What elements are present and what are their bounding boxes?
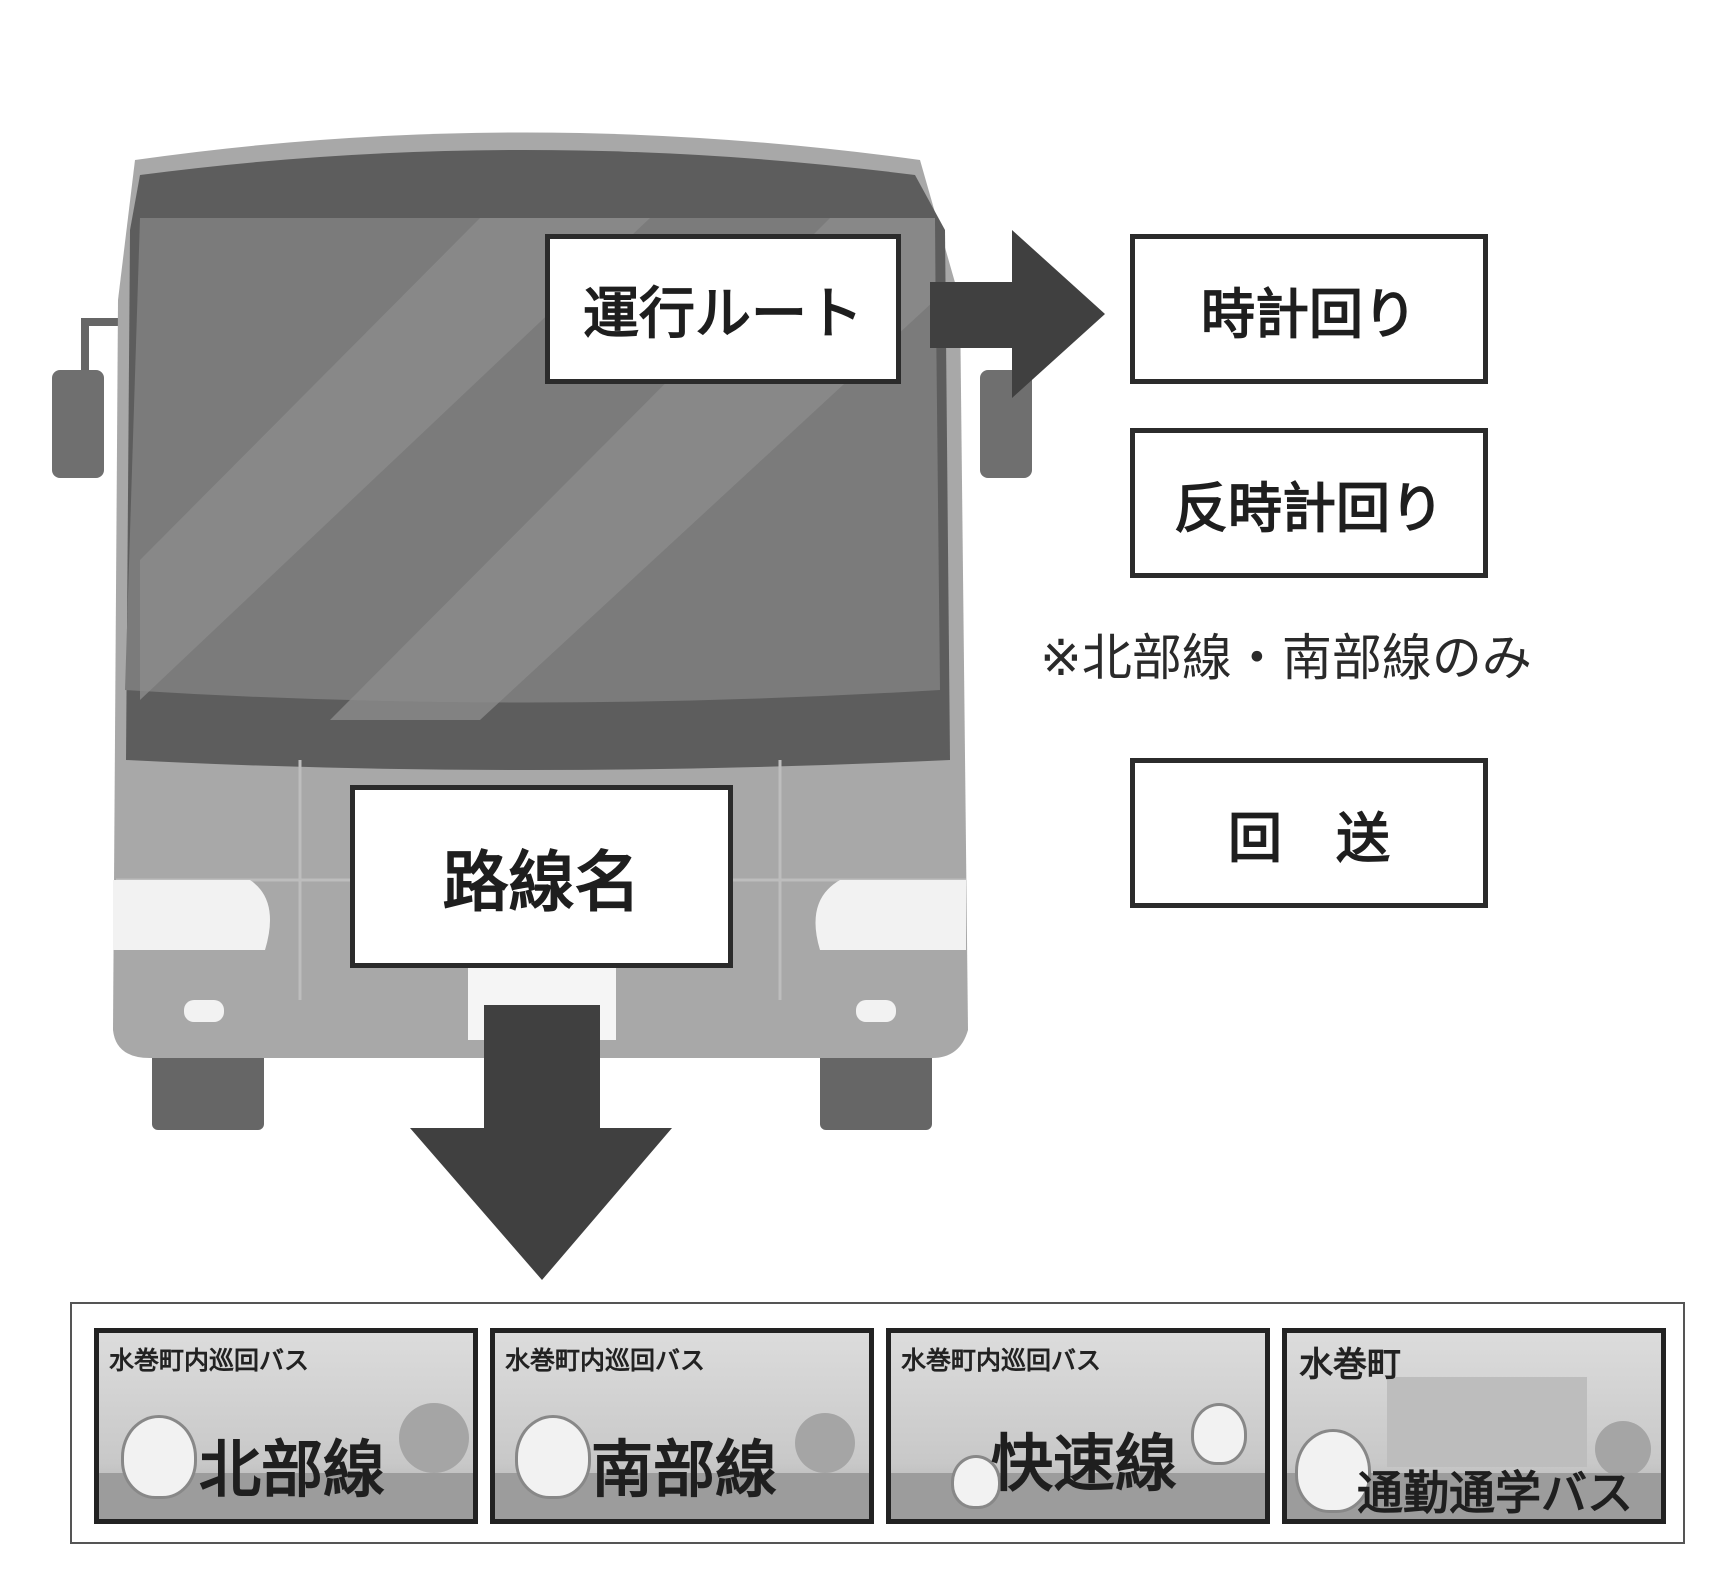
sign-tsukin: 水巻町 通勤通学バス — [1282, 1328, 1666, 1524]
clockwise-label: 時計回り — [1130, 234, 1488, 384]
mascot-icon — [121, 1415, 197, 1499]
reflection-1 — [140, 218, 650, 700]
sign-kaisoku: 水巻町内巡回バス 快速線 — [886, 1328, 1270, 1524]
left-fog-light — [184, 1000, 224, 1022]
route-name-label: 路線名 — [350, 785, 733, 968]
sign-name: 快速線 — [991, 1427, 1178, 1500]
sign-hokubu: 水巻町内巡回バス 北部線 — [94, 1328, 478, 1524]
sign-name: 北部線 — [199, 1433, 386, 1506]
sign-subtitle: 水巻町内巡回バス — [109, 1346, 310, 1375]
sign-nanbu: 水巻町内巡回バス 南部線 — [490, 1328, 874, 1524]
counterclockwise-label: 反時計回り — [1130, 428, 1488, 578]
sign-name: 通勤通学バス — [1357, 1466, 1633, 1520]
sign-name: 南部線 — [591, 1433, 778, 1506]
left-mirror — [52, 370, 104, 478]
mascot-icon — [1295, 1429, 1371, 1513]
right-fog-light — [856, 1000, 896, 1022]
mascot-icon — [515, 1415, 591, 1499]
right-mirror — [980, 370, 1032, 478]
route-type-label: 運行ルート — [545, 234, 901, 384]
right-headlight — [815, 880, 966, 950]
arrow-down-icon — [410, 1005, 672, 1280]
left-headlight — [113, 880, 270, 950]
left-mirror-arm — [81, 318, 130, 370]
route-note: ※北部線・南部線のみ — [1040, 629, 1532, 687]
mascot-icon — [951, 1455, 1001, 1509]
school-building-icon — [1387, 1377, 1587, 1467]
sign-subtitle: 水巻町内巡回バス — [505, 1346, 706, 1375]
mascot-icon — [1191, 1403, 1247, 1465]
left-wheel — [152, 1040, 264, 1130]
arrow-right-icon — [930, 230, 1105, 398]
out-of-service-label: 回 送 — [1130, 758, 1488, 908]
sign-subtitle: 水巻町 — [1299, 1345, 1401, 1385]
sign-subtitle: 水巻町内巡回バス — [901, 1346, 1102, 1375]
right-wheel — [820, 1040, 932, 1130]
